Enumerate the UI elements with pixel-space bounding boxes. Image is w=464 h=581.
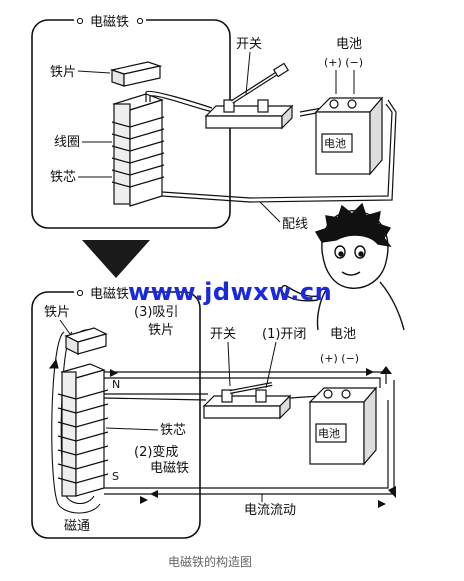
bottom-coil-stack: [57, 363, 109, 497]
bottom-label-become: (2)变成: [134, 444, 178, 460]
watermark-text: www.jdwxw.cn: [128, 278, 332, 306]
bottom-battery: [308, 386, 378, 466]
top-label-iron-plate: 铁片: [50, 65, 76, 80]
top-label-coil: 线圈: [54, 135, 80, 150]
bottom-iron-plate: [64, 327, 108, 355]
person-illustration: [281, 202, 405, 331]
bottom-label-iron-plate: 铁片: [44, 305, 70, 320]
figure-caption: 电磁铁的构造图: [168, 554, 252, 569]
bottom-close-label: (1)开闭: [262, 327, 306, 342]
top-coil-stack: [111, 93, 165, 207]
bottom-label-attract: (3)吸引: [134, 305, 178, 320]
top-battery-text: 电池: [324, 137, 346, 150]
current-flow-label: 电流流动: [244, 503, 296, 518]
bottom-switch-label: 开关: [210, 327, 236, 342]
top-switch: [204, 62, 294, 130]
top-wire-label: 配线: [282, 217, 308, 232]
top-label-iron-core: 铁芯: [50, 170, 76, 185]
bottom-battery-text: 电池: [318, 427, 340, 440]
current-direction-arrows: [110, 366, 396, 508]
top-switch-label: 开关: [236, 37, 262, 52]
top-battery-label: 电池: [336, 37, 362, 52]
bottom-label-attract-object: 铁片: [148, 323, 174, 338]
bottom-battery-label: 电池: [330, 327, 356, 342]
top-battery: [314, 96, 384, 176]
top-iron-plate: [109, 61, 163, 87]
down-arrow: [82, 240, 150, 278]
bottom-panel-title: 电磁铁: [90, 287, 129, 302]
top-battery-polarity: (+) (−): [324, 56, 363, 69]
north-pole-label: N: [112, 378, 120, 391]
south-pole-label: S: [112, 470, 119, 483]
bottom-label-iron-core: 铁芯: [160, 423, 186, 438]
bottom-label-become-object: 电磁铁: [150, 461, 189, 476]
bottom-switch: [202, 382, 292, 420]
bottom-battery-polarity: (+) (−): [320, 352, 359, 365]
top-panel-title: 电磁铁: [90, 15, 129, 30]
magnetic-flux-label: 磁通: [64, 519, 90, 534]
